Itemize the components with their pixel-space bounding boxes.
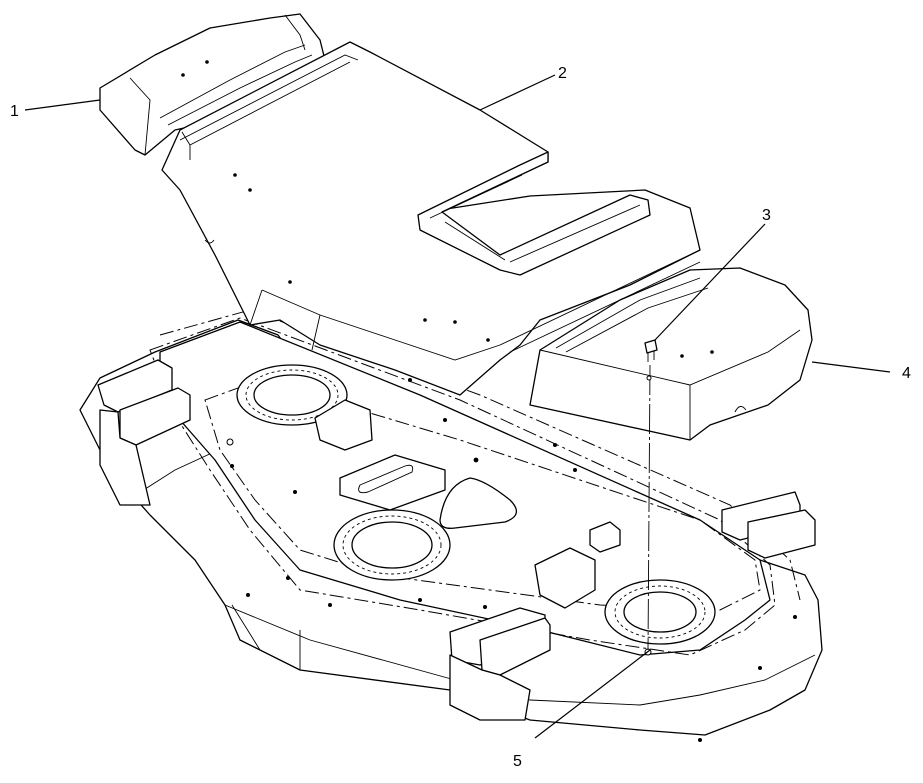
leader-1 xyxy=(24,99,101,111)
leader-lines xyxy=(24,74,891,739)
callout-5: 5 xyxy=(513,753,522,770)
left-shield-rib xyxy=(159,14,313,126)
spindle-housing-center xyxy=(333,509,451,581)
callout-labels: 1 2 3 4 5 xyxy=(10,65,911,770)
center-shield-rib xyxy=(179,54,359,160)
idler-block xyxy=(589,521,621,553)
part-3-screw xyxy=(644,339,658,651)
deck-holes xyxy=(226,378,797,742)
callout-4: 4 xyxy=(902,365,911,382)
slotted-plate-slot xyxy=(358,464,414,494)
leader-2 xyxy=(479,74,556,111)
deck-dashed-outline-2 xyxy=(159,309,801,601)
front-bracket-wall xyxy=(449,654,531,721)
deck-dashed-belt xyxy=(204,379,761,611)
callout-3: 3 xyxy=(762,207,771,224)
right-shield-notch xyxy=(734,406,747,413)
center-shield-edge xyxy=(499,249,701,353)
center-shield-front-fold xyxy=(249,289,501,361)
spindle-housing-left xyxy=(236,364,348,426)
left-bracket-wall xyxy=(99,409,151,506)
center-shield-tray-inner xyxy=(429,174,641,263)
leader-5 xyxy=(534,649,651,739)
right-shield-rib xyxy=(555,277,709,353)
deck-dashed-outline xyxy=(149,317,776,656)
belt-guard-rear xyxy=(314,399,373,451)
center-shield-notch xyxy=(204,239,215,244)
triangle-idler-plate xyxy=(439,477,517,529)
screw-centerline xyxy=(647,364,651,651)
part-2-center-shield xyxy=(161,41,701,396)
center-shield-tray xyxy=(417,151,651,276)
leader-3 xyxy=(654,223,766,341)
belt-guard-front xyxy=(534,547,596,609)
right-shield-top-face xyxy=(539,329,801,440)
callout-1: 1 xyxy=(10,103,19,120)
right-bracket-lower xyxy=(747,509,816,559)
part-4-right-shield xyxy=(529,267,813,441)
spindle-housing-right xyxy=(604,579,716,645)
leader-4 xyxy=(811,361,891,373)
left-shield-fold xyxy=(129,77,151,156)
callout-2: 2 xyxy=(558,65,567,82)
mower-deck xyxy=(79,309,823,742)
slotted-plate xyxy=(339,454,446,511)
